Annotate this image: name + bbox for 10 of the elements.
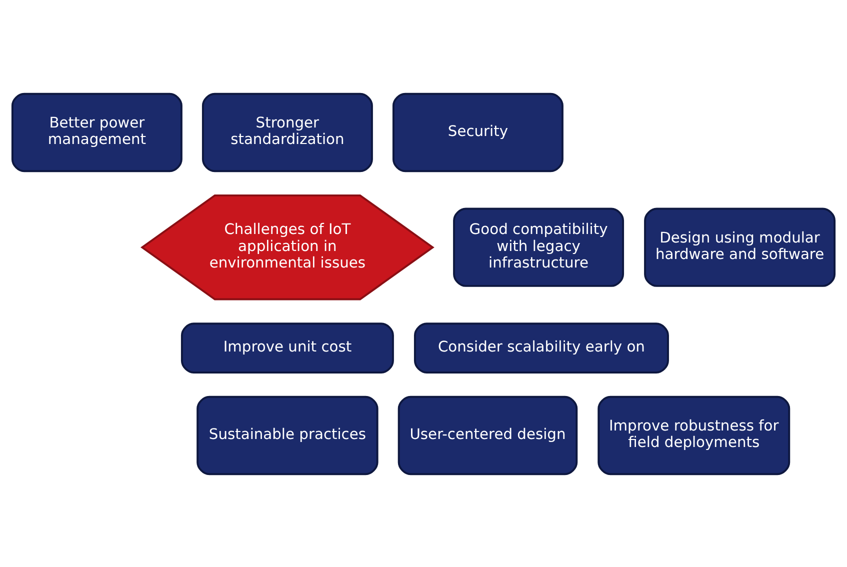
node-box: Consider scalability early on [414,322,669,373]
node-box: User-centered design [398,395,578,475]
node-box: Improve unit cost [180,322,394,373]
node-box: Sustainable practices [196,395,378,475]
node-box: Good compatibility with legacy infrastructure [453,207,624,286]
node-box: Stronger standardization [202,92,373,172]
node-box: Improve robustness for field deployments [598,395,790,475]
node-box: Better power management [11,92,182,172]
node-box: Security [392,92,564,172]
node-box: Design using modular hardware and software [644,207,836,286]
